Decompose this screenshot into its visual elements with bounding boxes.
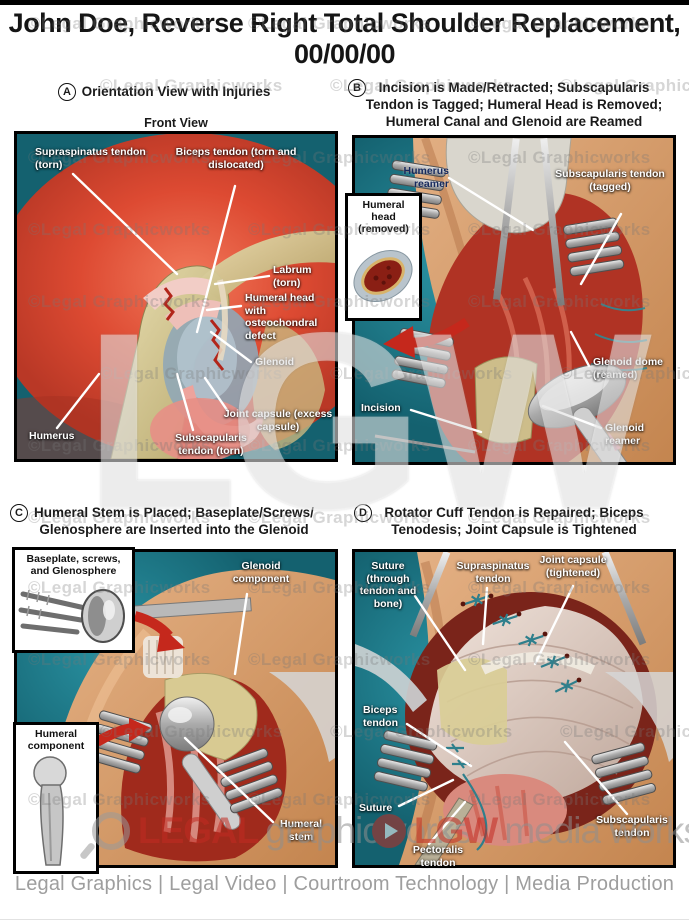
inset-caption-humeral-head-removed: Humeral head (removed) — [358, 199, 409, 235]
label-pectoralis-tendon: Pectoralis tendon — [412, 844, 464, 869]
label-supraspinatus-tendon-torn: Supraspinatus tendon (torn) — [35, 146, 146, 171]
humeral-head-removed-illustration — [353, 249, 413, 303]
footer-services-line: Legal Graphics | Legal Video | Courtroom… — [14, 873, 675, 895]
panel-d-letter-badge: D — [354, 504, 372, 522]
panel-d-heading: D Rotator Cuff Tendon is Repaired; Bicep… — [346, 504, 682, 538]
label-humeral-head-osteochondral-defect: Humeral head with osteochondral defect — [245, 292, 318, 342]
label-joint-capsule-excess: Joint capsule (excess capsule) — [223, 408, 333, 433]
panel-b-heading: B Incision is Made/Retracted; Subscapula… — [344, 79, 684, 130]
label-suture: Suture — [359, 802, 393, 814]
panel-a-art: Supraspinatus tendon (torn) Biceps tendo… — [14, 131, 338, 462]
label-biceps-tendon: Biceps tendon — [363, 704, 398, 729]
panel-c-letter-badge: C — [10, 504, 28, 522]
panel-b-art: Humerus reamer Subscapularis tendon (tag… — [352, 135, 676, 465]
label-subscapularis-tendon: Subscapularis tendon — [596, 814, 668, 839]
label-glenoid: Glenoid — [255, 356, 295, 368]
label-labrum-torn: Labrum (torn) — [273, 264, 312, 289]
panel-b-heading-line1: Incision is Made/Retracted; Subscapulari… — [378, 80, 650, 95]
label-supraspinatus-tendon: Supraspinatus tendon — [456, 560, 530, 585]
panel-c-heading: C Humeral Stem is Placed; Baseplate/Scre… — [6, 504, 342, 538]
panel-d-art: Suture (through tendon and bone) Suprasp… — [352, 549, 676, 869]
label-biceps-tendon-torn-dislocated: Biceps tendon (torn and dislocated) — [175, 146, 297, 171]
panel-d-heading-line2: Tenodesis; Joint Capsule is Tightened — [391, 522, 637, 537]
label-suture-through-tendon-bone: Suture (through tendon and bone) — [359, 560, 417, 610]
page-title-line2: 00/00/00 — [293, 39, 396, 69]
page-title-line1: John Doe, Reverse Right Total Shoulder R… — [8, 8, 681, 38]
panel-c-inset-humeral-component: Humeral component — [13, 722, 99, 874]
label-glenoid-dome-reamed: Glenoid dome (reamed) — [593, 356, 664, 381]
panel-a-heading: A Orientation View with Injuries — [14, 83, 338, 101]
humeral-component-illustration — [33, 756, 67, 866]
label-glenoid-component: Glenoid component — [232, 560, 290, 585]
label-incision: Incision — [361, 402, 401, 414]
panel-a-letter-badge: A — [58, 83, 76, 101]
panel-c-inset-baseplate-screws: Baseplate, screws, and Glenosphere — [12, 547, 135, 653]
top-border-rule — [0, 0, 689, 5]
panel-b-heading-line3: Humeral Canal and Glenoid are Reamed — [385, 114, 643, 129]
inset-caption-baseplate-screws: Baseplate, screws, and Glenosphere — [26, 553, 121, 577]
label-joint-capsule-tightened: Joint capsule (tightened) — [539, 554, 607, 579]
panel-c-heading-line1: Humeral Stem is Placed; Baseplate/Screws… — [34, 505, 314, 520]
label-humerus-reamer: Humerus reamer — [403, 165, 449, 190]
page-title: John Doe, Reverse Right Total Shoulder R… — [0, 8, 689, 70]
panel-b-letter-badge: B — [348, 79, 366, 97]
label-humeral-stem: Humeral stem — [279, 818, 322, 843]
label-glenoid-reamer: Glenoid reamer — [605, 422, 645, 447]
panel-a-view-caption: Front View — [144, 116, 208, 130]
label-humerus: Humerus — [29, 430, 75, 442]
inset-caption-humeral-component: Humeral component — [27, 728, 85, 752]
panel-c-heading-line2: Glenosphere are Inserted into the Glenoi… — [39, 522, 309, 537]
label-subscapularis-tendon-tagged: Subscapularis tendon (tagged) — [555, 168, 665, 193]
panel-a-heading-line1: Orientation View with Injuries — [81, 84, 271, 99]
label-subscapularis-tendon-torn: Subscapularis tendon (torn) — [175, 432, 247, 457]
panel-b-inset-humeral-head-removed: Humeral head (removed) — [345, 193, 422, 321]
baseplate-screws-glenosphere-illustration — [18, 589, 125, 643]
panel-b-heading-line2: Tendon is Tagged; Humeral Head is Remove… — [365, 97, 663, 112]
panel-d-heading-line1: Rotator Cuff Tendon is Repaired; Biceps — [384, 505, 644, 520]
